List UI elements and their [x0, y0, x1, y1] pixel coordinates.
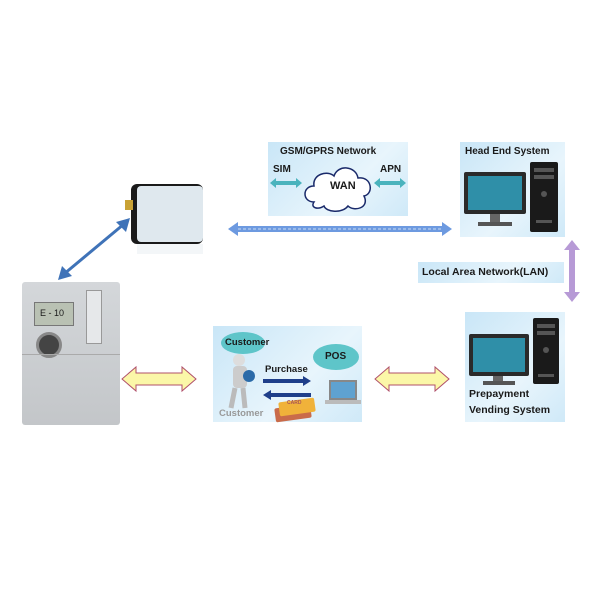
lan-label: Local Area Network(LAN) [422, 266, 549, 278]
card-slot [86, 290, 102, 344]
meter-dial [36, 332, 62, 358]
prepayment-vending-system-box: Prepayment Vending System [465, 312, 565, 422]
vending-title-line2: Vending System [469, 404, 551, 416]
wan-cloud-icon [304, 167, 371, 212]
head-end-title: Head End System [465, 146, 550, 157]
head-end-system-box: Head End System [460, 142, 565, 237]
smart-meter: E - 10 [22, 282, 120, 425]
computer-icon [469, 318, 559, 385]
sim-label: SIM [273, 164, 291, 175]
pos-label: POS [325, 351, 347, 362]
return-arrow-icon [263, 390, 311, 400]
pos-vending-arrow [374, 365, 450, 393]
customer-pos-box: Customer POS Purchase CARD Customer [213, 326, 362, 423]
apn-label: APN [380, 164, 402, 175]
card-text: CARD [287, 400, 302, 406]
credit-card-icon [274, 397, 316, 423]
wan-label: WAN [330, 180, 356, 192]
wan-link-arrow [228, 222, 452, 236]
laptop-icon [325, 380, 361, 404]
computer-icon [464, 162, 558, 232]
pos-bubble [313, 344, 359, 370]
customer-figure-icon [228, 354, 255, 409]
customer-label: Customer [219, 408, 264, 419]
meter-pos-arrow [121, 365, 197, 393]
meter-display [34, 302, 74, 326]
purchase-arrow-icon [263, 376, 311, 386]
vending-title-line1: Prepayment [469, 388, 530, 400]
lan-link-arrow [564, 240, 580, 302]
modem-meter-link-arrow [58, 218, 130, 280]
purchase-label: Purchase [265, 364, 308, 375]
lan-label-box: Local Area Network(LAN) [418, 262, 564, 283]
apn-arrow-icon [374, 178, 406, 188]
gsm-gprs-network-box: GSM/GPRS Network SIM APN WAN [268, 142, 408, 216]
meter-divider [22, 354, 120, 355]
sim-arrow-icon [270, 178, 302, 188]
meter-reading: E - 10 [40, 308, 65, 318]
customer-bubble [221, 332, 265, 354]
gsm-title: GSM/GPRS Network [280, 146, 377, 157]
gprs-modem-icon [125, 184, 203, 254]
customer-bubble-label: Customer [225, 337, 270, 348]
